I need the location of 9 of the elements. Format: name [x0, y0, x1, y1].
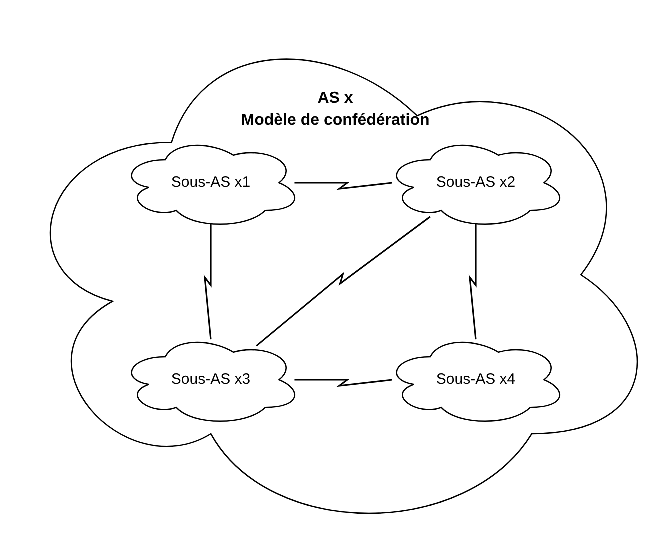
title-text: Modèle de confédération: [241, 111, 430, 131]
node-label: Sous-AS x4: [436, 370, 516, 390]
serial-link: [204, 223, 212, 340]
serial-link: [468, 223, 477, 340]
title-text: AS x: [318, 89, 354, 109]
node-label: Sous-AS x3: [171, 370, 251, 390]
serial-link: [256, 216, 431, 347]
node-label: Sous-AS x2: [436, 172, 516, 193]
node-label: Sous-AS x1: [171, 172, 251, 193]
